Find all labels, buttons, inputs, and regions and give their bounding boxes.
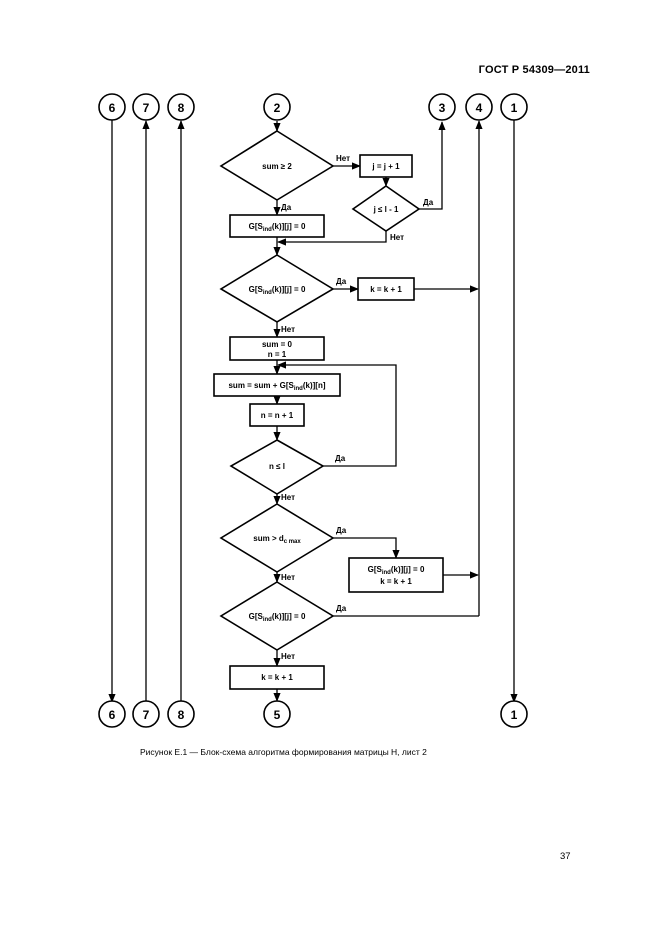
label-yes-d4: Да xyxy=(336,604,347,613)
label-yes-d3: Да xyxy=(336,526,347,535)
connector-8-bottom xyxy=(167,700,195,728)
connector-1-bottom xyxy=(500,700,528,728)
decision-g-eq-0-second xyxy=(219,581,335,651)
decision-j-le-l-1 xyxy=(351,185,421,232)
process-g-set-0 xyxy=(229,214,325,238)
label-no-d3: Нет xyxy=(281,573,295,582)
d1-text: sum ≥ 2 xyxy=(262,162,292,171)
pg1-text-1: G[Sind(k)][j] = 0 xyxy=(368,565,425,576)
connector-1-top xyxy=(500,93,528,121)
connector-2-top-label: 2 xyxy=(274,101,281,115)
dj-text: j ≤ l - 1 xyxy=(373,205,399,214)
pj-text: j = j + 1 xyxy=(371,162,400,171)
decision-sum-ge-2 xyxy=(219,130,335,201)
figure-caption: Рисунок Е.1 — Блок-схема алгоритма форми… xyxy=(140,747,427,757)
connector-6-bottom-label: 6 xyxy=(109,708,116,722)
init-line2: n = 1 xyxy=(268,350,287,359)
label-no-d2: Нет xyxy=(281,325,295,334)
dn-text: n ≤ l xyxy=(269,462,285,471)
label-yes-dj: Да xyxy=(423,198,434,207)
label-no-dj: Нет xyxy=(390,233,404,242)
label-no-dn: Нет xyxy=(281,493,295,502)
decision-sum-gt-dcmax xyxy=(219,503,335,573)
label-yes-d2: Да xyxy=(336,277,347,286)
connector-1-bottom-label: 1 xyxy=(511,708,518,722)
connector-1-top-label: 1 xyxy=(511,101,518,115)
connector-7-bottom-label: 7 xyxy=(143,708,150,722)
document-number: ГОСТ Р 54309—2011 xyxy=(478,64,590,76)
label-yes-dn: Да xyxy=(335,454,346,463)
pg1-text-2: k = k + 1 xyxy=(380,577,412,586)
page-number: 37 xyxy=(560,851,571,862)
connector-5-bottom xyxy=(263,700,291,728)
init-line1: sum = 0 xyxy=(262,340,293,349)
decision-n-le-l xyxy=(229,439,325,495)
label-no-d4: Нет xyxy=(281,652,295,661)
d3-text: sum > dc max xyxy=(253,534,301,545)
process-init-sum xyxy=(229,336,325,361)
connector-4-top xyxy=(465,93,493,121)
process-k-plus-1-first xyxy=(357,277,415,301)
pk2-text: k = k + 1 xyxy=(261,673,293,682)
connector-5-bottom-label: 5 xyxy=(274,708,281,722)
label-no-d1: Нет xyxy=(336,154,350,163)
connector-8-top-label: 8 xyxy=(178,101,185,115)
connector-3-top xyxy=(428,93,456,121)
label-yes-d1: Да xyxy=(281,203,292,212)
connector-6-bottom xyxy=(98,700,126,728)
d4-text: G[Sind(k)][j] = 0 xyxy=(249,612,306,623)
decision-g-eq-0-first xyxy=(219,254,335,323)
connector-4-top-label: 4 xyxy=(476,101,483,115)
connector-7-top-label: 7 xyxy=(143,101,150,115)
connector-8-bottom-label: 8 xyxy=(178,708,185,722)
process-k-plus-1-last xyxy=(229,665,325,690)
pn-text: n = n + 1 xyxy=(261,411,294,420)
connector-2-top xyxy=(263,93,291,121)
process-sum-accumulate xyxy=(213,373,341,397)
connector-7-top xyxy=(132,93,160,121)
connector-3-top-label: 3 xyxy=(439,101,446,115)
process-g-set-0-k-plus-1 xyxy=(348,557,444,593)
process-j-plus-1 xyxy=(359,154,413,178)
psum-text: sum = sum + G[Sind(k)][n] xyxy=(228,381,325,392)
pg0-text: G[Sind(k)][j] = 0 xyxy=(249,222,306,233)
connector-6-top-label: 6 xyxy=(109,101,116,115)
d2-text: G[Sind(k)][j] = 0 xyxy=(249,285,306,296)
process-n-plus-1 xyxy=(249,403,305,427)
connector-8-top xyxy=(167,93,195,121)
connector-7-bottom xyxy=(132,700,160,728)
connector-6-top xyxy=(98,93,126,121)
pk1-text: k = k + 1 xyxy=(370,285,402,294)
